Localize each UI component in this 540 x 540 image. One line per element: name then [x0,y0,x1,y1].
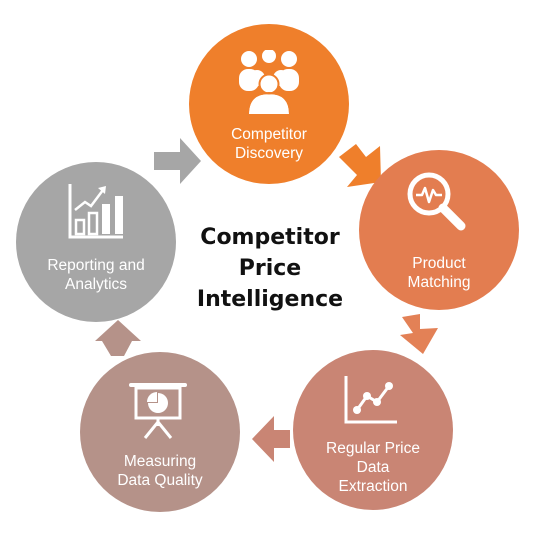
step-measuring-data-quality: Measuring Data Quality [80,352,240,512]
step-label-line: Reporting and [47,257,145,274]
step-regular-price-data-extraction: Regular Price Data Extraction [293,350,453,510]
presentation-board-icon [129,383,187,439]
step-label-line: Competitor [231,126,307,143]
center-title-line: Intelligence [196,287,344,312]
step-label-line: Product [412,255,466,272]
step-competitor-discovery: Competitor Discovery [189,24,349,184]
step-label-line: Measuring [123,453,197,470]
step-product-matching: Product Matching [359,150,519,310]
step-label-line: Analytics [64,276,128,293]
step-label-line: Discovery [234,145,304,162]
arrow-measuring-to-reporting [95,320,141,356]
arrow-matching-to-extraction [400,314,438,354]
center-title-line: Price [238,256,302,281]
step-label-line: Data [356,459,390,476]
center-title-line: Competitor [200,225,340,250]
step-label-line: Matching [407,274,471,291]
step-label-line: Data Quality [117,472,203,489]
step-label-line: Regular Price [326,440,420,457]
center-title: Competitor Price Intelligence [165,222,375,315]
step-reporting-and-analytics: Reporting and Analytics [16,162,176,322]
line-chart-icon [344,376,397,424]
magnifier-pulse-icon [407,172,466,231]
arrow-reporting-to-discovery [154,138,201,184]
step-label-line: Extraction [338,478,408,495]
people-group-icon [239,50,299,114]
arrow-extraction-to-measuring [252,416,290,462]
bar-chart-growth-icon [68,184,123,239]
arrow-discovery-to-matching [339,144,381,187]
